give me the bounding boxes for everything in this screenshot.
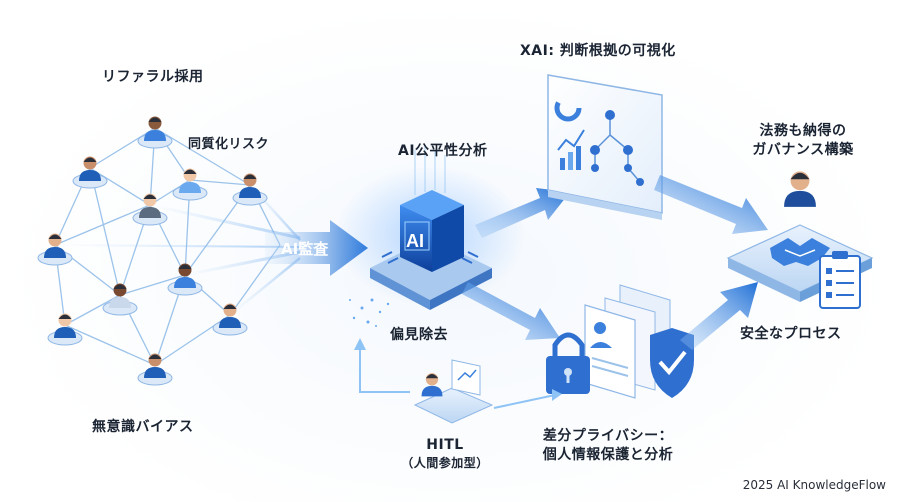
person-icon	[47, 313, 83, 346]
handshake-icon	[770, 238, 830, 266]
privacy-line-2: 個人情報保護と分析	[542, 446, 674, 463]
assimilation-label: 同質化リスク	[188, 137, 270, 152]
person-icon	[232, 173, 268, 206]
governance-line-1: 法務も納得の	[759, 123, 847, 139]
ai-chip-label: AI	[406, 231, 424, 251]
governance-label: 法務も納得の ガバナンス構築	[752, 122, 853, 160]
person-icon	[784, 171, 816, 207]
arrow-to-xai	[475, 188, 570, 238]
person-icon	[37, 233, 73, 266]
dashboard-icon	[547, 74, 663, 220]
governance-line-2: ガバナンス構築	[752, 141, 854, 158]
person-icon	[137, 353, 173, 386]
person-icon	[167, 263, 203, 296]
bias-removal-label: 偏見除去	[390, 327, 448, 343]
person-icon	[212, 303, 248, 336]
unconscious-bias-label: 無意識バイアス	[92, 419, 194, 435]
hitl-title: HITL	[426, 437, 464, 453]
person-icon	[421, 373, 443, 397]
person-icon	[137, 116, 173, 149]
footer-credit: 2025 AI KnowledgeFlow	[742, 478, 886, 492]
privacy-line-1: 差分プライバシー：	[542, 428, 674, 444]
hitl-platform	[413, 359, 494, 424]
ai-chip-icon	[335, 145, 525, 310]
checklist-icon	[819, 251, 861, 309]
safe-process-label: 安全なプロセス	[740, 326, 842, 342]
hitl-loop	[359, 345, 556, 409]
person-icon	[172, 168, 208, 201]
privacy-label: 差分プライバシー： 個人情報保護と分析	[543, 427, 674, 465]
person-icon	[102, 283, 138, 316]
person-icon	[132, 193, 168, 226]
loop-arrowhead-right	[552, 389, 562, 401]
ai-audit-label: AI監査	[281, 240, 329, 258]
person-icon	[72, 156, 108, 189]
particle-stream	[349, 298, 390, 327]
loop-arrowhead-up	[354, 338, 366, 350]
ai-fairness-label: AI公平性分析	[398, 143, 488, 159]
lock-icon	[546, 332, 590, 394]
hitl-subtitle: （人間参加型）	[401, 455, 489, 470]
xai-label: XAI: 判断根拠の可視化	[520, 43, 676, 59]
referral-label: リファラル採用	[102, 69, 204, 85]
arrow-privacy-to-governance	[680, 282, 758, 350]
shield-check-icon	[650, 328, 694, 398]
arrow-to-privacy	[462, 282, 560, 340]
arrow-to-governance	[654, 175, 768, 234]
hitl-label: HITL （人間参加型）	[401, 436, 489, 471]
